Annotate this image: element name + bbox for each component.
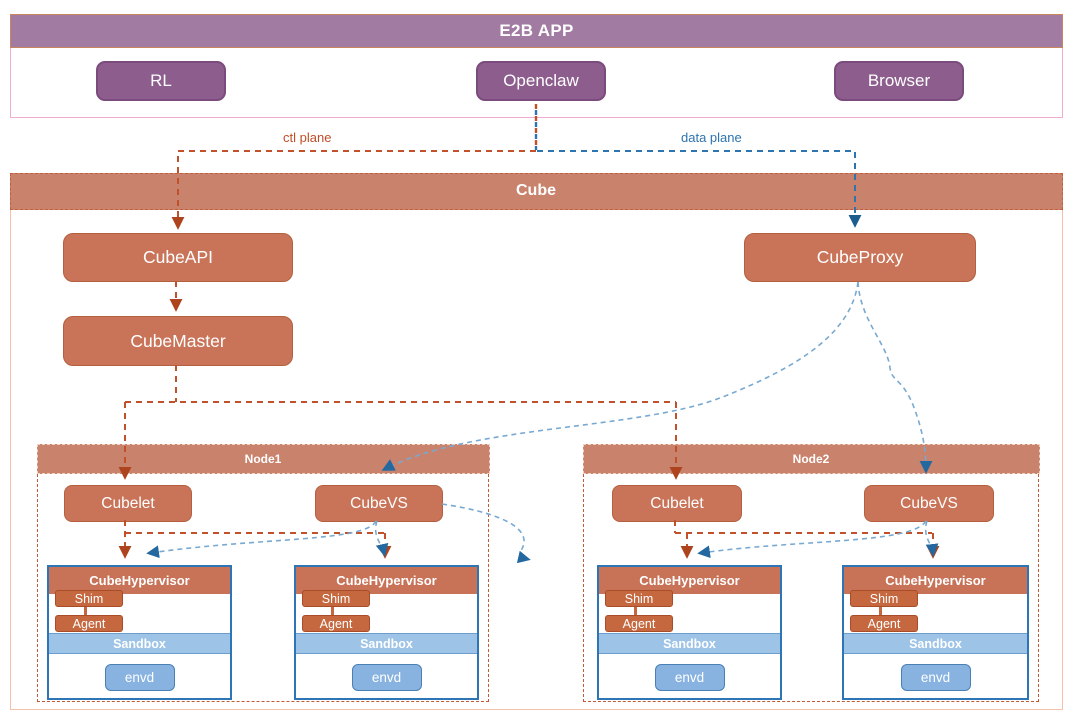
sandbox-label: Sandbox: [909, 636, 962, 651]
shim-agent-connector: [634, 607, 637, 616]
node2-cubevs-label: CubeVS: [900, 494, 958, 512]
agent-label: Agent: [867, 616, 901, 631]
cubemaster-label: CubeMaster: [130, 330, 226, 351]
node1-cubelet-label: Cubelet: [101, 494, 155, 512]
cube-title: Cube: [516, 182, 556, 199]
cubemaster-box: CubeMaster: [63, 316, 293, 366]
envd-box: envd: [900, 664, 971, 691]
sandbox-band: Sandbox: [296, 633, 477, 654]
agent-box: Agent: [850, 615, 918, 632]
shim-box: Shim: [605, 590, 673, 607]
node1-hypervisor-stack-2: CubeHypervisor Shim Agent Sandbox envd: [294, 565, 479, 700]
cube-container: Cube CubeAPI CubeMaster CubeProxy Node1 …: [9, 172, 1063, 710]
node2-hypervisor-stack-1: CubeHypervisor Shim Agent Sandbox envd: [597, 565, 782, 700]
node1-cubelet-box: Cubelet: [64, 485, 192, 522]
data-plane-label: data plane: [681, 130, 742, 145]
cubehypervisor-title-bar: CubeHypervisor: [296, 567, 477, 594]
envd-label: envd: [124, 670, 155, 685]
sandbox-label: Sandbox: [360, 636, 413, 651]
node1-cubevs-box: CubeVS: [315, 485, 443, 522]
cubeproxy-label: CubeProxy: [816, 247, 904, 267]
e2b-app-container: E2B APP RL Openclaw Browser: [10, 14, 1063, 118]
openclaw-box: Openclaw: [476, 61, 606, 101]
shim-label: Shim: [624, 591, 654, 606]
node2-cubevs-box: CubeVS: [864, 485, 994, 522]
envd-box: envd: [104, 664, 175, 691]
e2b-app-title: E2B APP: [499, 21, 574, 40]
agent-label: Agent: [319, 616, 353, 631]
cubeapi-box: CubeAPI: [63, 233, 293, 282]
cubehypervisor-label: CubeHypervisor: [89, 573, 190, 588]
shim-label: Shim: [321, 591, 351, 606]
rl-box: RL: [96, 61, 226, 101]
shim-label: Shim: [869, 591, 899, 606]
node2-container: Node2 Cubelet CubeVS CubeHypervisor Shim…: [582, 443, 1040, 702]
cubehypervisor-title-bar: CubeHypervisor: [49, 567, 230, 594]
agent-label: Agent: [72, 616, 106, 631]
shim-label: Shim: [74, 591, 104, 606]
envd-box: envd: [654, 664, 725, 691]
node1-hypervisor-stack-1: CubeHypervisor Shim Agent Sandbox envd: [47, 565, 232, 700]
node2-title: Node2: [792, 451, 830, 466]
sandbox-band: Sandbox: [844, 633, 1027, 654]
shim-agent-connector: [879, 607, 882, 616]
envd-label: envd: [371, 670, 402, 685]
cubehypervisor-title-bar: CubeHypervisor: [844, 567, 1027, 594]
node2-hypervisor-stack-2: CubeHypervisor Shim Agent Sandbox envd: [842, 565, 1029, 700]
agent-box: Agent: [55, 615, 123, 632]
cubeproxy-box: CubeProxy: [744, 233, 976, 282]
envd-label: envd: [920, 670, 951, 685]
sandbox-band: Sandbox: [49, 633, 230, 654]
cubehypervisor-label: CubeHypervisor: [336, 573, 437, 588]
shim-agent-connector: [331, 607, 334, 616]
browser-label: Browser: [867, 71, 931, 90]
browser-box: Browser: [834, 61, 964, 101]
cubehypervisor-label: CubeHypervisor: [639, 573, 740, 588]
openclaw-label: Openclaw: [503, 71, 579, 90]
envd-box: envd: [351, 664, 422, 691]
cubeapi-label: CubeAPI: [142, 247, 214, 267]
shim-box: Shim: [55, 590, 123, 607]
cube-title-bar: Cube: [9, 172, 1063, 210]
sandbox-label: Sandbox: [663, 636, 716, 651]
agent-box: Agent: [302, 615, 370, 632]
node2-title-bar: Node2: [582, 443, 1040, 474]
sandbox-band: Sandbox: [599, 633, 780, 654]
node2-cubelet-box: Cubelet: [612, 485, 742, 522]
e2b-app-title-bar: E2B APP: [10, 14, 1063, 48]
rl-label: RL: [150, 71, 172, 90]
agent-box: Agent: [605, 615, 673, 632]
node2-cubelet-label: Cubelet: [650, 494, 704, 512]
shim-box: Shim: [850, 590, 918, 607]
ctl-plane-label: ctl plane: [283, 130, 332, 145]
node1-container: Node1 Cubelet CubeVS CubeHypervisor Shim…: [36, 443, 490, 702]
sandbox-label: Sandbox: [113, 636, 166, 651]
shim-box: Shim: [302, 590, 370, 607]
envd-label: envd: [674, 670, 705, 685]
node1-cubevs-label: CubeVS: [350, 494, 408, 512]
cubehypervisor-title-bar: CubeHypervisor: [599, 567, 780, 594]
cubehypervisor-label: CubeHypervisor: [885, 573, 986, 588]
agent-label: Agent: [622, 616, 656, 631]
shim-agent-connector: [84, 607, 87, 616]
node1-title-bar: Node1: [36, 443, 490, 474]
node1-title: Node1: [244, 451, 282, 466]
